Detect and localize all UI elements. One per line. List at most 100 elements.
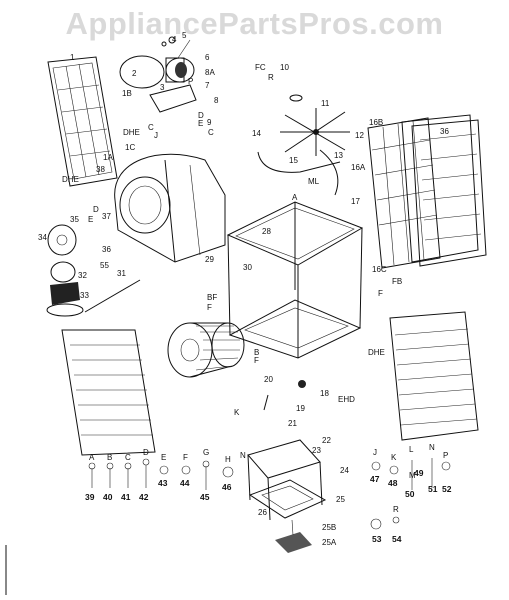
callout-25: 25 bbox=[336, 495, 345, 504]
callout-25B: 25B bbox=[322, 523, 336, 532]
callout-labels: 1 1B 1C 1A 2 3 4 5 6 8A P 7 8 D E 9 C FC… bbox=[38, 31, 452, 547]
callout-DHE-left: DHE bbox=[123, 128, 140, 137]
callout-A-hw: A bbox=[89, 453, 95, 462]
callout-EHD: EHD bbox=[338, 395, 355, 404]
water-distribution bbox=[257, 94, 350, 196]
right-louver-panel bbox=[389, 311, 479, 441]
callout-D-hw: D bbox=[143, 448, 149, 457]
callout-5: 5 bbox=[182, 31, 187, 40]
pulley-and-motor bbox=[46, 224, 141, 317]
callout-36-mid: 36 bbox=[102, 245, 111, 254]
callout-44: 44 bbox=[180, 478, 190, 488]
callout-20: 20 bbox=[264, 375, 273, 384]
left-louver-panel bbox=[61, 329, 156, 456]
callout-19: 19 bbox=[296, 404, 305, 413]
callout-41: 41 bbox=[121, 492, 131, 502]
callout-C-hw: C bbox=[125, 453, 131, 462]
callout-C-top: C bbox=[208, 128, 214, 137]
callout-24: 24 bbox=[340, 466, 349, 475]
callout-L-hw: L bbox=[409, 445, 414, 454]
callout-1A: 1A bbox=[103, 153, 113, 162]
callout-49: 49 bbox=[414, 468, 424, 478]
callout-F-right: F bbox=[378, 289, 383, 298]
callout-R-top: R bbox=[268, 73, 274, 82]
callout-10: 10 bbox=[280, 63, 289, 72]
callout-51: 51 bbox=[428, 484, 438, 494]
callout-14: 14 bbox=[252, 129, 261, 138]
callout-9: 9 bbox=[207, 118, 212, 127]
callout-E-mid: E bbox=[88, 215, 93, 224]
callout-C-left: C bbox=[148, 123, 154, 132]
callout-52: 52 bbox=[442, 484, 452, 494]
callout-47: 47 bbox=[370, 474, 380, 484]
callout-BF: BF bbox=[207, 293, 217, 302]
callout-18: 18 bbox=[320, 389, 329, 398]
callout-40: 40 bbox=[103, 492, 113, 502]
callout-53: 53 bbox=[372, 534, 382, 544]
callout-32: 32 bbox=[78, 271, 87, 280]
left-filter-panel bbox=[47, 56, 118, 187]
callout-16A: 16A bbox=[351, 163, 366, 172]
blower-housing bbox=[114, 153, 226, 263]
callout-34: 34 bbox=[38, 233, 47, 242]
callout-21: 21 bbox=[288, 419, 297, 428]
callout-48: 48 bbox=[388, 478, 398, 488]
callout-25A: 25A bbox=[322, 538, 337, 547]
callout-Q-hw: R bbox=[393, 505, 399, 514]
callout-46: 46 bbox=[222, 482, 232, 492]
callout-N-stand: N bbox=[240, 451, 246, 460]
callout-17: 17 bbox=[351, 197, 360, 206]
callout-38: 38 bbox=[96, 165, 105, 174]
callout-FC: FC bbox=[255, 63, 266, 72]
callout-1B: 1B bbox=[122, 89, 132, 98]
callout-28: 28 bbox=[262, 227, 271, 236]
callout-A-cab: A bbox=[292, 193, 298, 202]
callout-22: 22 bbox=[322, 436, 331, 445]
callout-M-hw: M bbox=[409, 471, 416, 480]
callout-29: 29 bbox=[205, 255, 214, 264]
callout-F-cab: F bbox=[207, 303, 212, 312]
callout-8: 8 bbox=[214, 96, 219, 105]
callout-E: E bbox=[198, 119, 203, 128]
motor-assembly bbox=[119, 36, 197, 113]
callout-54: 54 bbox=[392, 534, 402, 544]
right-filter-panels bbox=[367, 114, 487, 269]
callout-6: 6 bbox=[205, 53, 210, 62]
callout-55: 55 bbox=[100, 261, 109, 270]
callout-D-mid: D bbox=[93, 205, 99, 214]
callout-13: 13 bbox=[334, 151, 343, 160]
callout-15: 15 bbox=[289, 156, 298, 165]
callout-1C: 1C bbox=[125, 143, 135, 152]
hardware-items bbox=[88, 458, 451, 530]
callout-43: 43 bbox=[158, 478, 168, 488]
callout-33: 33 bbox=[80, 291, 89, 300]
callout-G-hw: G bbox=[203, 448, 209, 457]
callout-2: 2 bbox=[132, 69, 137, 78]
callout-4: 4 bbox=[172, 35, 177, 44]
callout-42: 42 bbox=[139, 492, 149, 502]
callout-26: 26 bbox=[258, 508, 267, 517]
callout-N-hw: N bbox=[429, 443, 435, 452]
callout-DHE-mid: DHE bbox=[62, 175, 79, 184]
callout-36: 36 bbox=[440, 127, 449, 136]
callout-K-stand: K bbox=[234, 408, 240, 417]
callout-P-hw: P bbox=[443, 451, 448, 460]
callout-23: 23 bbox=[312, 446, 321, 455]
stand-assembly bbox=[247, 380, 327, 553]
callout-B-hw: B bbox=[107, 453, 112, 462]
callout-1: 1 bbox=[70, 53, 75, 62]
callout-30: 30 bbox=[243, 263, 252, 272]
callout-J-hw: J bbox=[373, 448, 377, 457]
callout-P: P bbox=[188, 77, 193, 86]
callout-J: J bbox=[154, 131, 158, 140]
callout-K-hw: K bbox=[391, 453, 397, 462]
callout-F-hw: F bbox=[183, 453, 188, 462]
callout-DHE-right: DHE bbox=[368, 348, 385, 357]
callout-11: 11 bbox=[321, 99, 330, 108]
callout-12: 12 bbox=[355, 131, 364, 140]
callout-45: 45 bbox=[200, 492, 210, 502]
callout-35: 35 bbox=[70, 215, 79, 224]
callout-16B: 16B bbox=[369, 118, 383, 127]
callout-FB: FB bbox=[392, 277, 402, 286]
